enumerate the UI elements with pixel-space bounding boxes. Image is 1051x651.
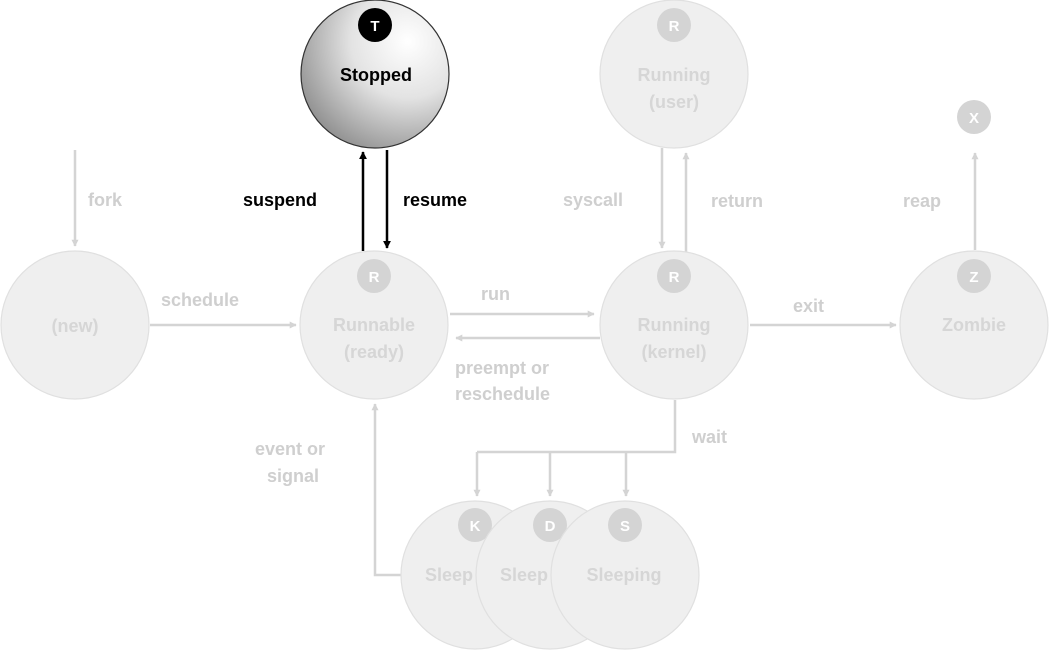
state-zombie-badge xyxy=(957,259,991,293)
state-running-kernel-badge xyxy=(657,259,691,293)
label-syscall: syscall xyxy=(563,190,623,210)
state-sleep-d-label: Sleep xyxy=(500,565,548,585)
state-running-user-badge xyxy=(657,8,691,42)
state-sleeping: S Sleeping xyxy=(550,500,700,650)
state-running-user-label-2: (user) xyxy=(649,92,699,112)
label-event-1: event or xyxy=(255,439,325,459)
state-running-kernel: R Running (kernel) xyxy=(599,250,749,400)
state-sleep-k-badge-letter: K xyxy=(470,518,481,535)
state-stopped-badge-letter: T xyxy=(370,18,379,35)
state-runnable-circle xyxy=(299,250,449,400)
state-sleep-k-badge xyxy=(458,508,492,542)
state-stopped-badge xyxy=(358,8,392,42)
state-zombie-badge-letter: Z xyxy=(969,269,978,286)
state-sleeping-badge-letter: S xyxy=(620,518,630,535)
edge-wait xyxy=(477,400,677,454)
state-sleeping-badge xyxy=(608,508,642,542)
label-preempt-1: preempt or xyxy=(455,358,549,378)
state-running-user-circle xyxy=(599,0,749,149)
label-schedule: schedule xyxy=(161,290,239,310)
state-stopped-circle xyxy=(300,0,450,149)
label-fork: fork xyxy=(88,190,123,210)
edge-event xyxy=(371,403,401,577)
state-running-kernel-badge-letter: R xyxy=(669,269,680,286)
state-running-user-label-1: Running xyxy=(638,65,711,85)
state-stopped[interactable]: T Stopped xyxy=(300,0,450,149)
label-return: return xyxy=(711,191,763,211)
state-dead: X xyxy=(957,100,991,134)
state-dead-badge xyxy=(957,100,991,134)
state-stopped-label: Stopped xyxy=(340,65,412,85)
state-sleep-k-label: Sleep xyxy=(425,565,473,585)
edges xyxy=(71,148,979,577)
label-resume: resume xyxy=(403,190,467,210)
state-zombie-circle xyxy=(899,250,1049,400)
label-reap: reap xyxy=(903,191,941,211)
state-new-circle xyxy=(0,250,150,400)
edge-labels: fork schedule suspend resume run preempt… xyxy=(88,190,941,486)
state-running-kernel-label-2: (kernel) xyxy=(641,342,706,362)
label-suspend: suspend xyxy=(243,190,317,210)
label-event-2: signal xyxy=(267,466,319,486)
state-dead-badge-letter: X xyxy=(969,110,979,127)
state-new: (new) xyxy=(0,250,150,400)
state-sleeping-circle xyxy=(550,500,700,650)
state-new-label: (new) xyxy=(52,316,99,336)
state-running-kernel-label-1: Running xyxy=(638,315,711,335)
state-sleep-d-badge-letter: D xyxy=(545,518,556,535)
state-runnable-label-2: (ready) xyxy=(344,342,404,362)
state-runnable-badge-letter: R xyxy=(369,269,380,286)
state-runnable: R Runnable (ready) xyxy=(299,250,449,400)
state-zombie: Z Zombie xyxy=(899,250,1049,400)
state-sleeping-label: Sleeping xyxy=(586,565,661,585)
state-running-user: R Running (user) xyxy=(599,0,749,149)
state-running-user-badge-letter: R xyxy=(669,18,680,35)
state-running-kernel-circle xyxy=(599,250,749,400)
label-exit: exit xyxy=(793,296,824,316)
label-run: run xyxy=(481,284,510,304)
label-wait: wait xyxy=(691,427,727,447)
state-zombie-label: Zombie xyxy=(942,315,1006,335)
state-runnable-badge xyxy=(357,259,391,293)
label-preempt-2: reschedule xyxy=(455,384,550,404)
state-sleep-d-badge xyxy=(533,508,567,542)
state-runnable-label-1: Runnable xyxy=(333,315,415,335)
